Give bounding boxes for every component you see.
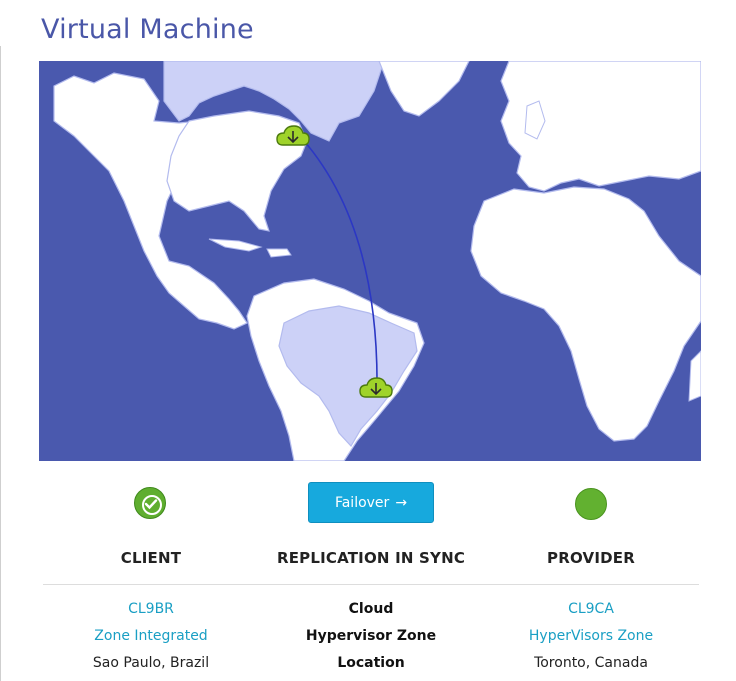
client-location: Sao Paulo, Brazil [92, 655, 210, 671]
left-border [0, 46, 1, 681]
client-header: CLIENT [120, 549, 182, 567]
page-title: Virtual Machine [41, 14, 254, 45]
provider-zone-link[interactable]: HyperVisors Zone [528, 628, 654, 644]
check-ring [142, 495, 162, 515]
cloud-upload-icon[interactable] [359, 377, 393, 398]
provider-location: Toronto, Canada [534, 655, 648, 671]
check-icon [144, 499, 158, 510]
landmass-brazil [278, 305, 418, 448]
failover-label: Failover [334, 494, 390, 511]
failover-button[interactable]: Failover → [308, 482, 434, 523]
landmass-europe [500, 61, 701, 192]
status-dot-icon [575, 488, 607, 520]
cloud-download-icon[interactable] [276, 125, 310, 146]
landmass-madagascar [688, 350, 701, 402]
landmass-cuba [208, 238, 263, 252]
landmass-uk [524, 100, 546, 140]
table-divider [43, 584, 699, 585]
location-label: Location [337, 655, 405, 671]
provider-cloud-link[interactable]: CL9CA [568, 601, 614, 617]
check-circle-icon [134, 487, 166, 519]
landmass-africa [470, 186, 701, 442]
world-map [39, 61, 701, 461]
landmass-canada-east [163, 61, 385, 142]
cloud-label: Cloud [348, 601, 394, 617]
replication-route [296, 132, 378, 392]
provider-header: PROVIDER [547, 549, 635, 567]
client-cloud-link[interactable]: CL9BR [128, 601, 174, 617]
replication-header: REPLICATION IN SYNC [276, 549, 466, 567]
hypervisor-zone-label: Hypervisor Zone [305, 628, 437, 644]
landmass-us-east [166, 110, 308, 232]
landmass-hispaniola [266, 248, 292, 258]
arrow-right-icon: → [395, 494, 408, 511]
client-zone-link[interactable]: Zone Integrated [94, 628, 208, 644]
landmass-greenland [378, 61, 470, 117]
